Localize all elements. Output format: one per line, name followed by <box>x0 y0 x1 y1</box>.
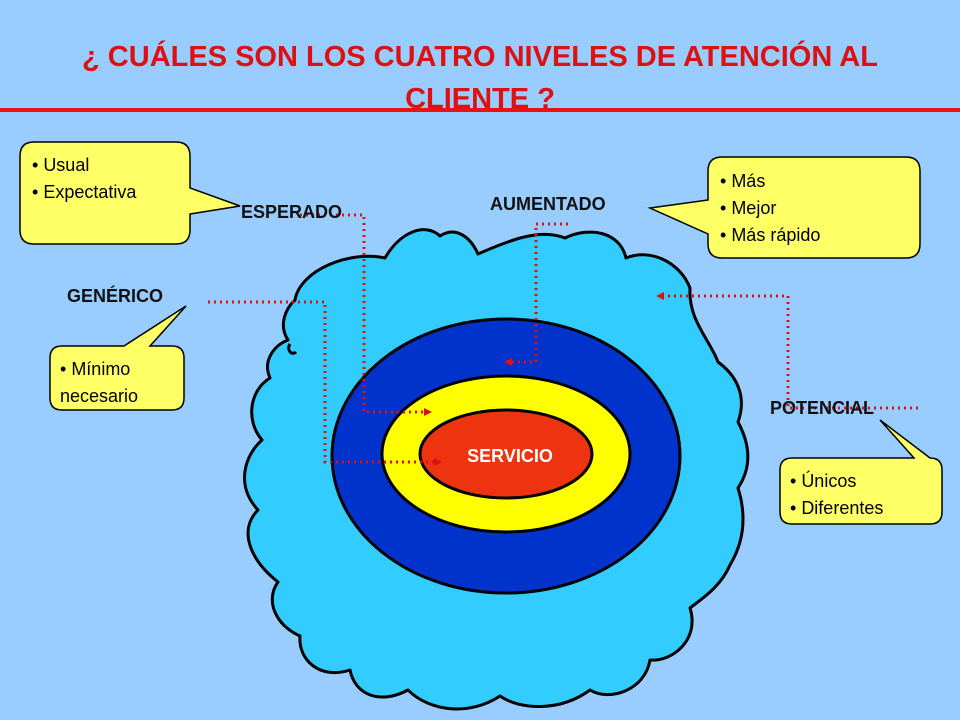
callout-item: Más rápido <box>720 222 820 249</box>
cloud-inner-notch <box>287 343 298 355</box>
label-aumentado: AUMENTADO <box>490 194 606 214</box>
label-potencial: POTENCIAL <box>770 398 875 418</box>
label-esperado: ESPERADO <box>241 202 343 222</box>
callout-aumentado-text: Más Mejor Más rápido <box>720 168 820 249</box>
label-servicio: SERVICIO <box>467 446 553 466</box>
callout-potencial-text: Únicos Diferentes <box>790 468 883 522</box>
callout-item: Usual <box>32 152 136 179</box>
callout-item: Mínimo necesario <box>60 356 180 410</box>
callout-item: Únicos <box>790 468 883 495</box>
label-generico: GENÉRICO <box>67 286 164 306</box>
callout-item: Diferentes <box>790 495 883 522</box>
callout-esperado-text: Usual Expectativa <box>32 152 136 206</box>
title-question-mark: ¿ <box>82 41 100 73</box>
connector-esperado <box>300 213 432 416</box>
title-underline <box>0 108 960 112</box>
callout-item: Expectativa <box>32 179 136 206</box>
callout-item: Mejor <box>720 195 820 222</box>
callout-generico-text: Mínimo necesario <box>60 356 180 410</box>
service-core <box>418 408 594 500</box>
callout-item: Más <box>720 168 820 195</box>
connector-potencial <box>656 292 918 410</box>
